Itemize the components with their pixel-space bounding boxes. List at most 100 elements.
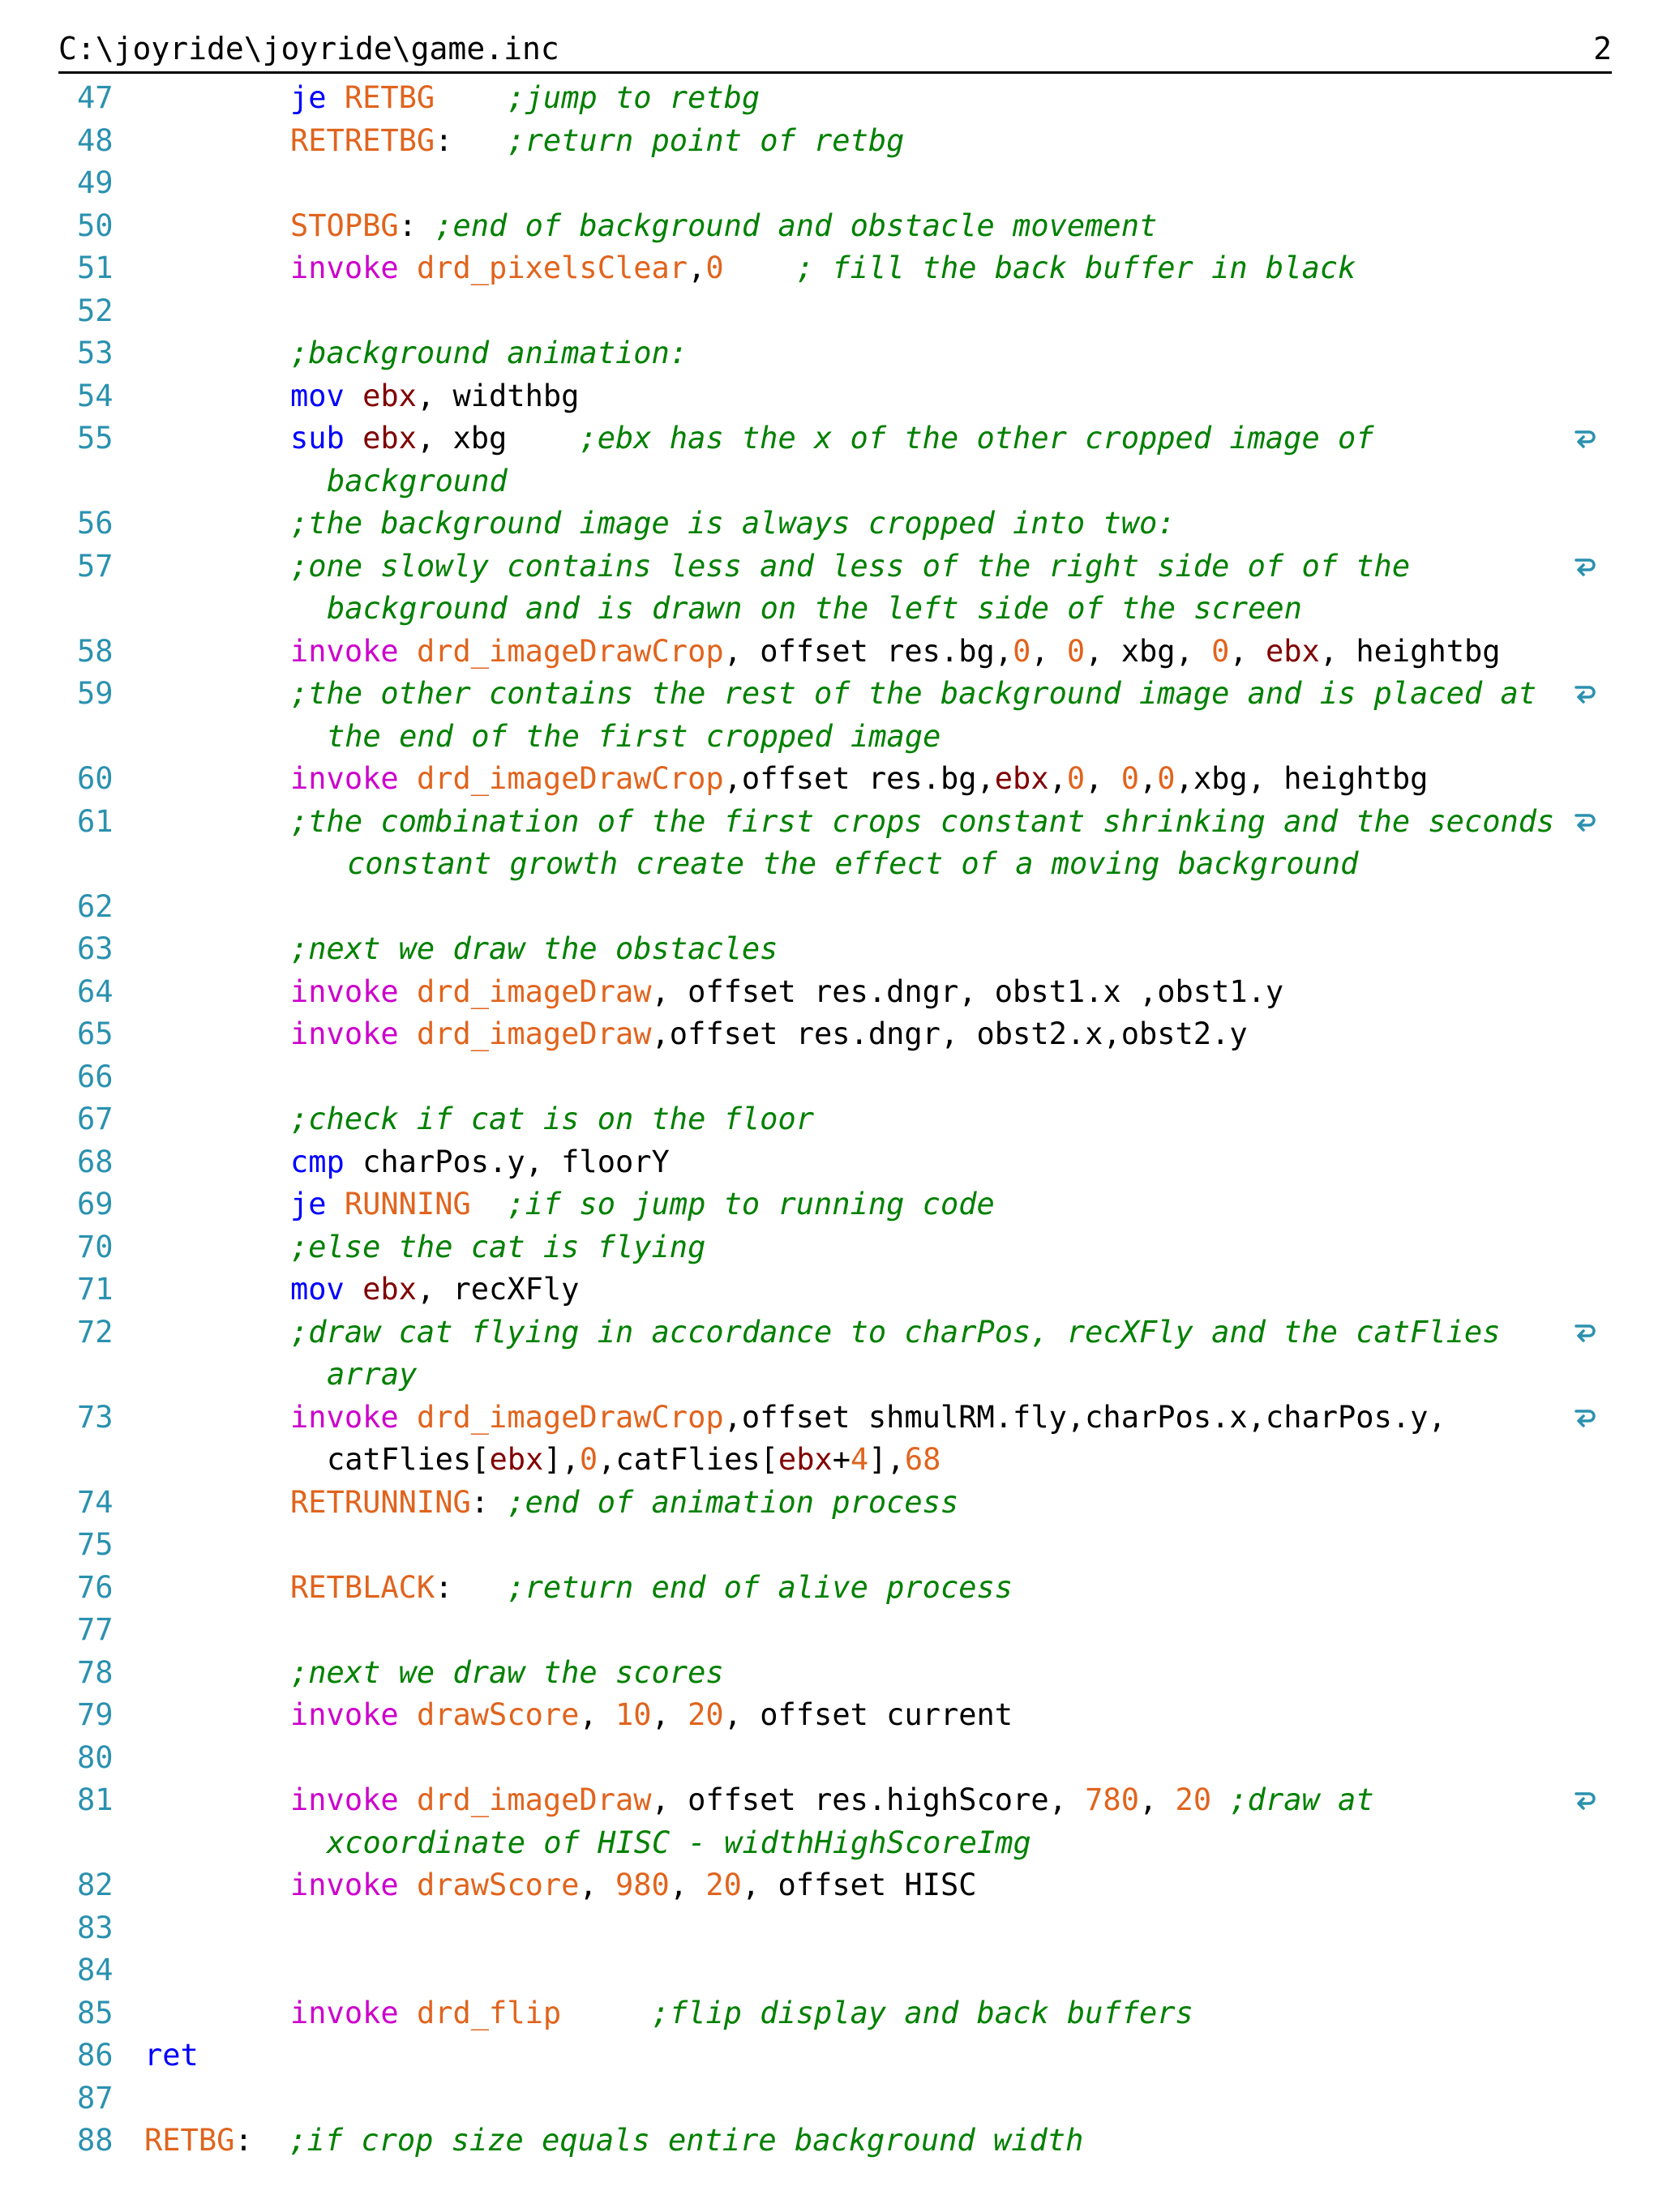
code-token: , — [1229, 633, 1266, 669]
code-token: mov — [290, 1272, 363, 1307]
code-line-85: 85 invoke drd_flip ;flip display and back… — [0, 1992, 1671, 2035]
code-token: : — [234, 2123, 289, 2158]
code-token: invoke — [290, 1016, 417, 1051]
line-number: 49 — [77, 165, 114, 200]
code-token: 0 — [1120, 761, 1140, 796]
code-text: invoke drd_imageDraw, offset res.dngr, o… — [290, 971, 1283, 1014]
line-number: 48 — [77, 122, 114, 158]
code-text: ;background animation: — [290, 332, 688, 375]
code-token: ;background animation: — [290, 336, 688, 370]
code-text: invoke drd_imageDrawCrop, offset res.bg,… — [290, 631, 1501, 674]
line-number: 47 — [77, 80, 114, 115]
code-token: RETRETBG — [290, 122, 435, 158]
code-text: catFlies[ebx],0,catFlies[ebx+4],68 — [327, 1439, 940, 1482]
code-token: ;end of background and obstacle movement — [435, 208, 1158, 243]
code-line-87: 87 — [0, 2077, 1671, 2120]
line-number: 88 — [77, 2123, 114, 2158]
page-number: 2 — [1593, 31, 1612, 66]
code-token: , — [651, 1697, 688, 1732]
code-text: ;one slowly contains less and less of th… — [290, 546, 1410, 588]
code-line-67: 67;check if cat is on the floor — [0, 1098, 1671, 1141]
code-token — [561, 1996, 651, 2030]
code-text: cmp charPos.y, floorY — [290, 1141, 670, 1184]
code-token: , — [1139, 761, 1158, 796]
code-token: 0 — [1066, 633, 1086, 669]
code-token: 0 — [579, 1442, 598, 1477]
code-line-61: 61;the combination of the first crops co… — [0, 801, 1671, 844]
code-token: invoke — [290, 973, 417, 1009]
code-text: invoke drd_flip ;flip display and back b… — [290, 1992, 1193, 2035]
code-line-continuation: catFlies[ebx],0,catFlies[ebx+4],68 — [0, 1439, 1671, 1482]
code-token: 4 — [850, 1442, 869, 1477]
code-token: , widthbg — [416, 378, 580, 413]
code-line-83: 83 — [0, 1907, 1671, 1950]
line-number: 86 — [77, 2038, 114, 2073]
code-text: ;the background image is always cropped … — [290, 503, 1176, 546]
code-token: 980 — [615, 1868, 670, 1902]
code-token: , — [669, 1868, 706, 1902]
code-token: RETRUNNING — [290, 1484, 471, 1520]
code-token: background and is drawn on the left side… — [327, 591, 1302, 626]
code-token: , offset res.dngr, obst1.x ,obst1.y — [651, 973, 1284, 1009]
code-token: invoke — [290, 1868, 417, 1902]
line-number: 65 — [77, 1016, 114, 1051]
code-line-continuation: xcoordinate of HISC - widthHighScoreImg — [0, 1822, 1671, 1865]
line-number: 56 — [77, 506, 114, 541]
code-line-continuation: background — [0, 460, 1671, 503]
wrap-arrow-icon — [1575, 813, 1596, 832]
code-text: ;next we draw the obstacles — [290, 928, 778, 971]
code-token: ;check if cat is on the floor — [290, 1102, 815, 1136]
line-number: 83 — [77, 1910, 114, 1945]
code-line-49: 49 — [0, 162, 1671, 205]
code-token: ;next we draw the obstacles — [290, 931, 778, 966]
page-header: C:\joyride\joyride\game.inc 2 — [58, 31, 1612, 71]
code-token: invoke — [290, 1697, 417, 1732]
line-number: 85 — [77, 1995, 114, 2030]
code-line-continuation: array — [0, 1354, 1671, 1397]
code-text: invoke drd_imageDrawCrop,offset shmulRM.… — [290, 1397, 1446, 1440]
code-token: the end of the first cropped image — [327, 718, 941, 754]
line-number: 84 — [77, 1953, 114, 1987]
code-token — [471, 1187, 508, 1222]
wrap-arrow-icon — [1575, 686, 1596, 704]
code-line-81: 81 invoke drd_imageDraw, offset res.highS… — [0, 1779, 1671, 1822]
code-token: ;draw cat flying in accordance to charPo… — [290, 1314, 1501, 1350]
code-token: mov — [290, 378, 363, 413]
code-token: ;return end of alive process — [507, 1569, 1013, 1605]
code-line-continuation: the end of the first cropped image — [0, 716, 1671, 759]
line-number: 81 — [77, 1782, 114, 1817]
code-token: ;if so jump to running code — [507, 1187, 995, 1222]
code-token: 68 — [904, 1442, 941, 1477]
code-text: mov ebx, recXFly — [290, 1269, 579, 1311]
code-token: 0 — [1013, 633, 1031, 669]
code-token: , offset current — [723, 1697, 1013, 1732]
code-token: ebx — [1265, 633, 1320, 669]
code-line-70: 70;else the cat is flying — [0, 1226, 1671, 1269]
code-token: + — [832, 1442, 851, 1477]
code-token: ebx — [489, 1442, 544, 1477]
code-text: RETBLACK: ;return end of alive process — [290, 1567, 1013, 1610]
code-token: drd_imageDraw — [416, 1016, 652, 1051]
code-token: charPos.y, floorY — [362, 1144, 670, 1179]
code-token: , — [579, 1697, 615, 1732]
code-text: invoke drd_imageDraw, offset res.highSco… — [290, 1779, 1374, 1822]
line-number: 62 — [77, 888, 114, 924]
code-text: xcoordinate of HISC - widthHighScoreImg — [327, 1822, 1031, 1865]
code-token: ebx — [778, 1442, 833, 1477]
code-text: je RETBG ;jump to retbg — [290, 77, 760, 120]
code-token: invoke — [290, 633, 417, 669]
code-token: array — [327, 1357, 418, 1392]
code-token: 0 — [705, 250, 724, 285]
code-token: ,xbg, heightbg — [1175, 761, 1429, 796]
code-line-78: 78;next we draw the scores — [0, 1652, 1671, 1695]
